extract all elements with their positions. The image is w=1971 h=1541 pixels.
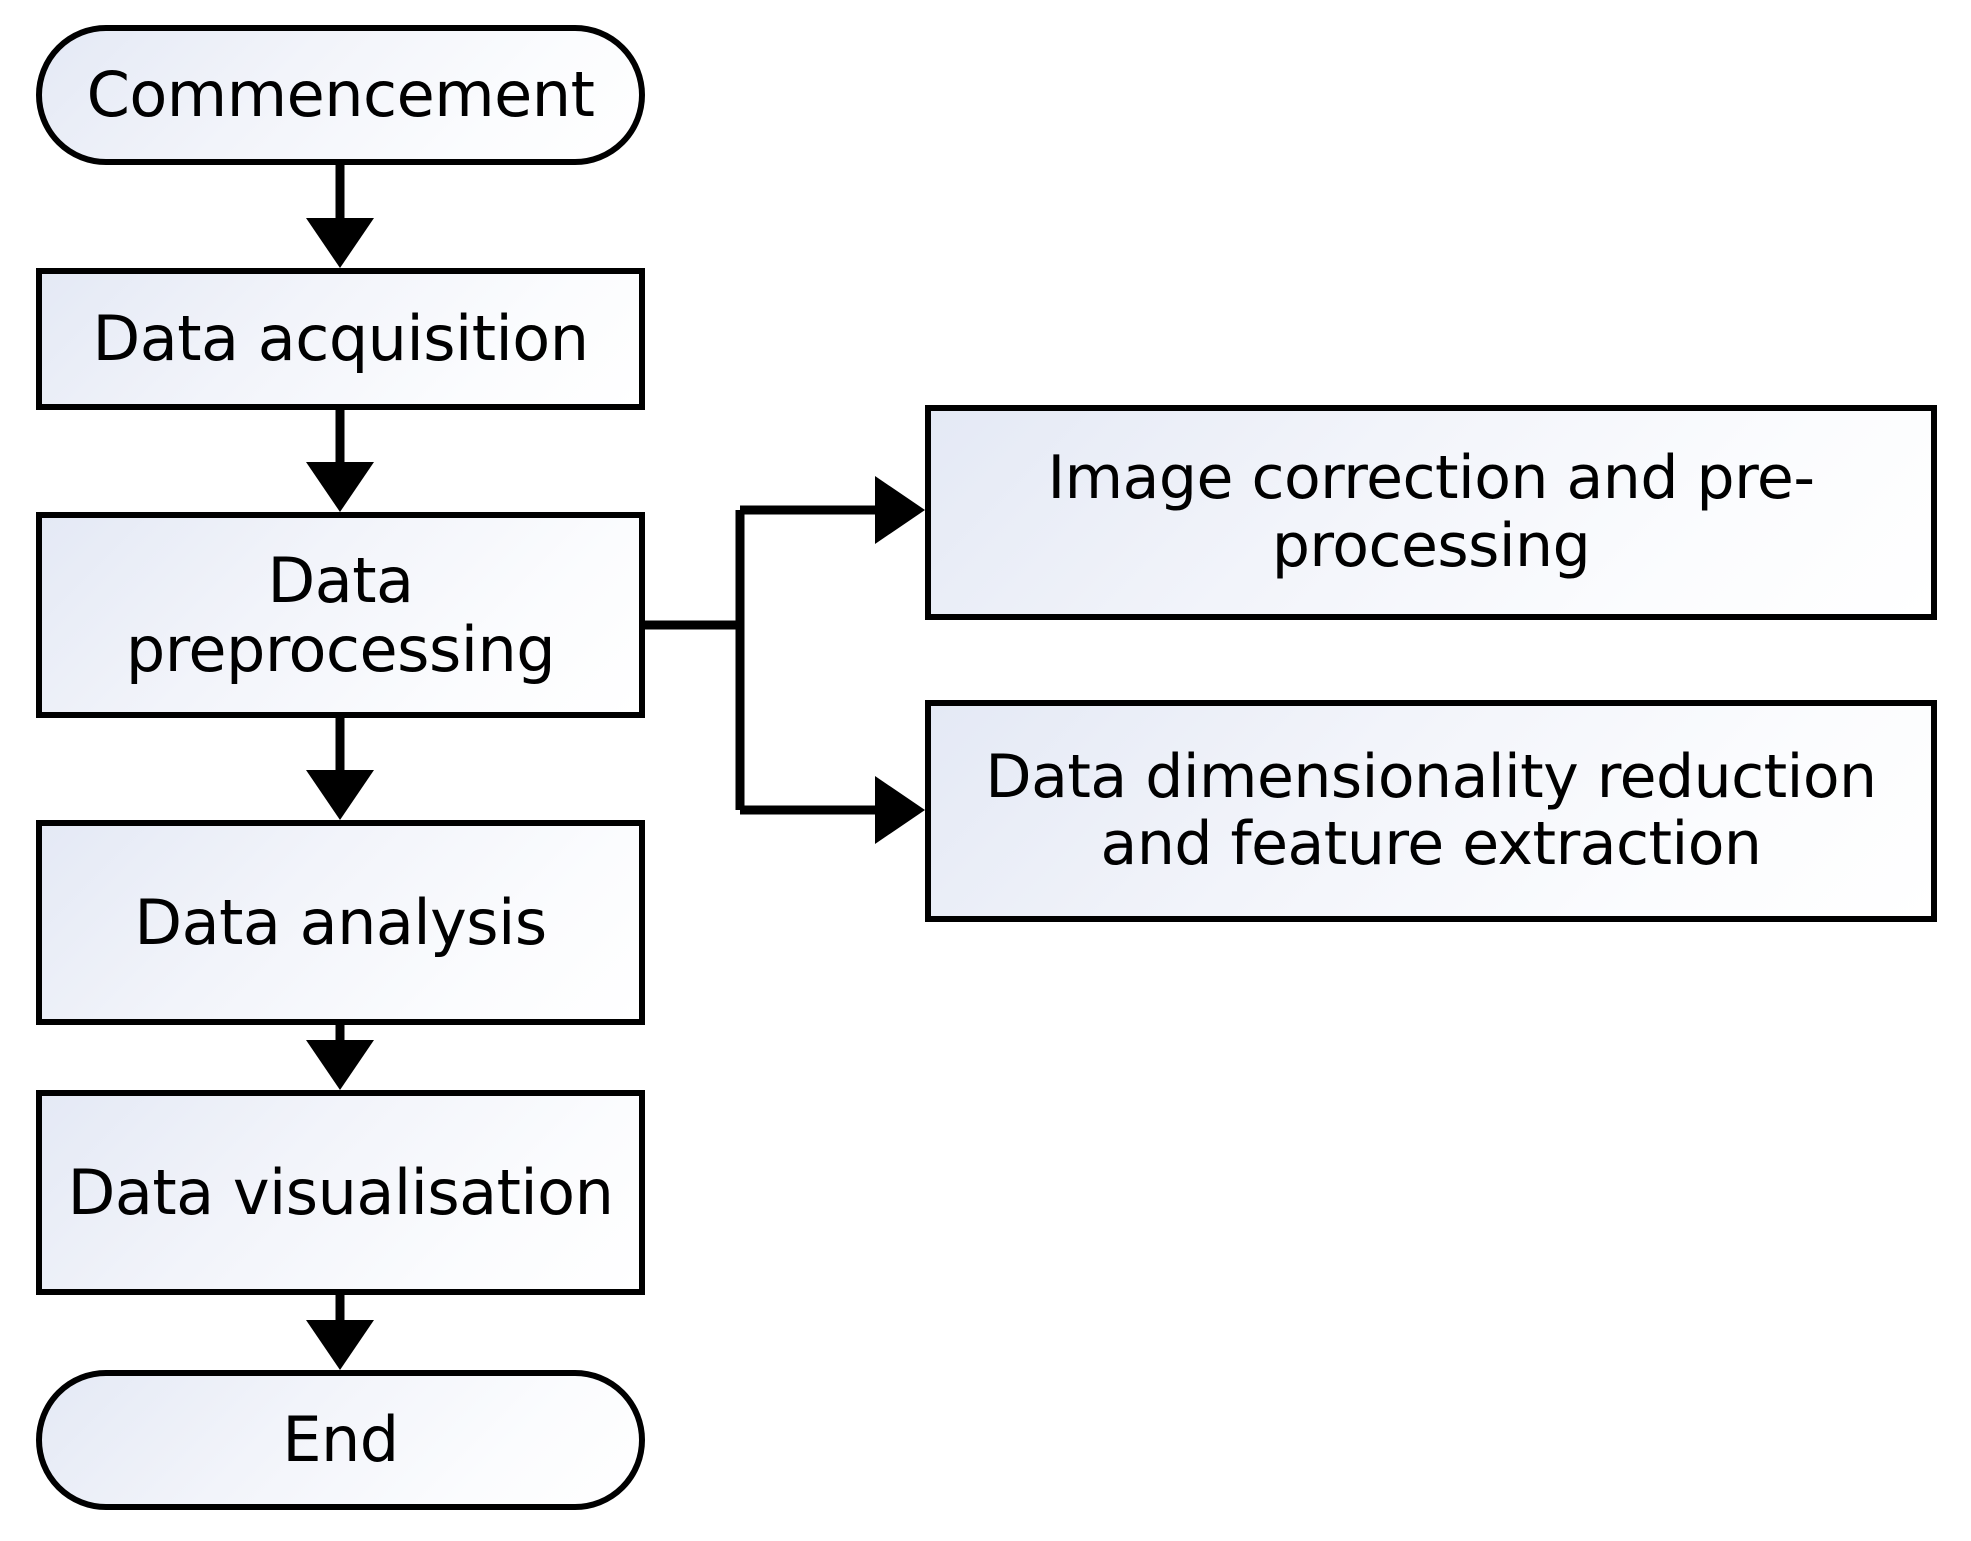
node-image-correction[interactable]: Image correction and pre-processing <box>925 405 1937 620</box>
node-data-acquisition[interactable]: Data acquisition <box>36 268 645 410</box>
edge-data-acquisition-to-data-preprocessing <box>306 410 374 512</box>
edge-branch-to-dimensionality <box>740 776 925 844</box>
node-data-preprocessing[interactable]: Data preprocessing <box>36 512 645 718</box>
node-dimensionality[interactable]: Data dimensionality reduction and featur… <box>925 700 1937 922</box>
node-data-visualisation[interactable]: Data visualisation <box>36 1090 645 1295</box>
node-end-label: End <box>282 1403 399 1477</box>
node-commencement-label: Commencement <box>86 58 595 132</box>
node-data-analysis[interactable]: Data analysis <box>36 820 645 1025</box>
node-image-correction-label: Image correction and pre-processing <box>1047 443 1815 581</box>
node-data-analysis-label: Data analysis <box>134 885 547 959</box>
edge-data-preprocessing-branch-trunk <box>645 510 745 810</box>
edge-data-visualisation-to-end <box>306 1295 374 1370</box>
edge-branch-to-image-correction <box>740 476 925 544</box>
node-end[interactable]: End <box>36 1370 645 1510</box>
edge-data-analysis-to-data-visualisation <box>306 1025 374 1090</box>
edge-commencement-to-data-acquisition <box>306 165 374 268</box>
edge-data-preprocessing-to-data-analysis <box>306 718 374 820</box>
node-data-visualisation-label: Data visualisation <box>67 1155 614 1229</box>
node-dimensionality-label: Data dimensionality reduction and featur… <box>985 741 1877 879</box>
node-data-preprocessing-label: Data preprocessing <box>125 543 556 686</box>
node-data-acquisition-label: Data acquisition <box>92 302 590 376</box>
node-commencement[interactable]: Commencement <box>36 25 645 165</box>
